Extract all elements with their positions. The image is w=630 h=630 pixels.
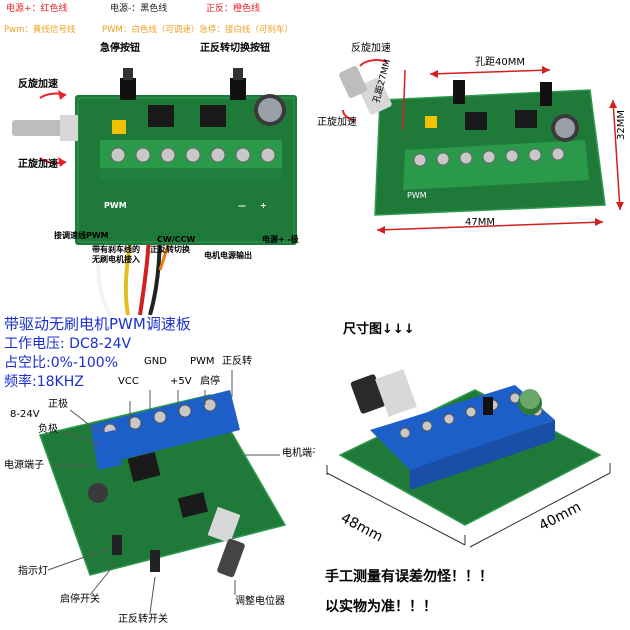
brake-wire-label: 带有刹车线的 (92, 245, 140, 254)
v8-24-label: 8-24V (10, 409, 40, 420)
brushless-connect-label: 无刷电机接入 (92, 255, 140, 264)
width-dim-label: 47MM (465, 217, 495, 228)
estop-button-label: 急停按钮 (100, 43, 140, 54)
vcc-label: VCC (118, 376, 139, 387)
pwm-wire-label: 接调速线PWM (54, 231, 109, 240)
silk-pwm-right: PWM (407, 191, 427, 200)
start-stop-pin-label: 启停 (200, 376, 220, 387)
legend-line1-a: 电源+：红色线 (6, 4, 68, 14)
power-pm-label: 电源+ -极 (262, 235, 299, 244)
pwm-pin-label: PWM (190, 356, 215, 367)
bottom-right-size-photo: 尺寸图↓↓↓ 48mm 40mm 手工测量有误差勿怪！！！ 以实物为准！！！ (315, 315, 630, 630)
legend-line1-b: 电源-：黑色线 (110, 4, 168, 14)
direction-button-label: 正反转切换按钮 (200, 43, 270, 54)
forward-speedup-label: 正旋加速 (18, 159, 58, 170)
legend-line1-c: 正反：橙色线 (206, 4, 261, 14)
tr-reverse-speedup: 反旋加速 (351, 43, 391, 54)
tr-forward-speedup: 正旋加速 (317, 117, 357, 128)
positive-label: 正极 (48, 399, 68, 410)
bottom-left-spec-photo: 带驱动无刷电机PWM调速板 工作电压: DC8-24V 占空比:0%-100% … (0, 315, 315, 630)
fwd-rev-switch-label: 正反转开关 (118, 614, 168, 625)
motor-power-out-label: 电机电源输出 (204, 251, 252, 260)
start-stop-switch-label: 启停开关 (60, 594, 100, 605)
legend-line2-b: PWM：白色线（可调速）急停：接白线（可刹车） (102, 25, 293, 35)
top-right-dimension-photo: 反旋加速 正旋加速 孔距40MM 孔距27MM PWM 47MM 32MM (315, 40, 630, 315)
product-title: 带驱动无刷电机PWM调速板 (4, 315, 191, 333)
size-title: 尺寸图↓↓↓ (343, 322, 415, 337)
gnd-label: GND (144, 356, 167, 367)
freq-spec: 频率:18KHZ (4, 374, 84, 390)
note-measurement-error: 手工测量有误差勿怪！！！ (325, 569, 493, 585)
silk-plus-text: + (260, 201, 267, 210)
height-dim-label: 32MM (616, 110, 627, 140)
negative-label: 负极 (38, 424, 58, 435)
silk-pwm-text: PWM (104, 201, 127, 210)
duty-spec: 占空比:0%-100% (4, 355, 119, 371)
motor-terminal-label: 电机端子 (282, 448, 315, 459)
silk-minus-text: — (238, 201, 246, 210)
cw-ccw-label: CW/CCW (157, 235, 196, 244)
plus5v-label: +5V (170, 376, 192, 387)
voltage-spec: 工作电压: DC8-24V (4, 336, 132, 352)
top-left-product-photo: 反旋加速 正旋加速 急停按钮 正反转切换按钮 PWM — + 接调速线PWM 带… (0, 40, 315, 315)
fwd-rev-pin-label: 正反转 (222, 356, 252, 367)
pot-label: 调整电位器 (235, 596, 285, 607)
power-terminal-label: 电源端子 (4, 460, 44, 471)
cw-ccw-switch-label: 正反转切换 (150, 245, 190, 254)
reverse-speedup-label: 反旋加速 (18, 79, 58, 90)
note-actual-product: 以实物为准！！！ (325, 599, 437, 615)
hole-spacing-label: 孔距40MM (475, 57, 525, 68)
indicator-label: 指示灯 (18, 566, 48, 577)
legend-line2-a: Pwm：黄线信号线 (4, 25, 76, 35)
